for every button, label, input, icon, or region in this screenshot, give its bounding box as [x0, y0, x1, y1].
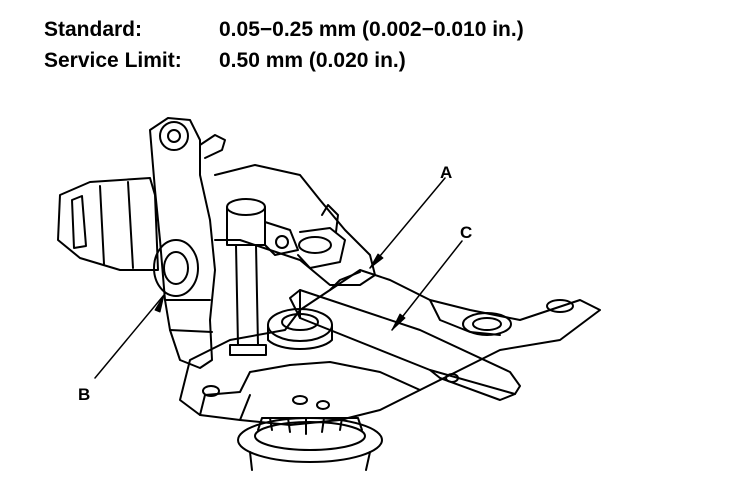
vertical-shaft — [226, 198, 267, 356]
callout-a: A — [369, 163, 452, 269]
service-limit-spec-row: Service Limit: 0.50 mm (0.020 in.) — [44, 45, 524, 76]
standard-value: 0.05−0.25 mm (0.002−0.010 in.) — [219, 18, 524, 41]
rocker-arm — [149, 117, 226, 369]
valve-adjuster — [267, 308, 333, 350]
service-limit-value: 0.50 mm (0.020 in.) — [219, 49, 406, 72]
mounting-bracket — [179, 269, 601, 426]
callout-b: B — [78, 294, 165, 404]
bottom-flange — [237, 417, 383, 471]
specification-block: Standard: 0.05−0.25 mm (0.002−0.010 in.)… — [44, 14, 524, 76]
standard-label: Standard: — [44, 18, 143, 41]
standard-spec-row: Standard: 0.05−0.25 mm (0.002−0.010 in.) — [44, 14, 524, 45]
service-limit-label: Service Limit: — [44, 49, 182, 72]
callout-a-label: A — [440, 163, 452, 182]
top-fitting — [264, 204, 346, 269]
valve-housing — [57, 164, 376, 286]
callout-b-label: B — [78, 385, 90, 404]
callout-c-label: C — [460, 223, 472, 242]
callout-c: C — [391, 223, 472, 331]
feeler-gauge — [289, 289, 521, 401]
